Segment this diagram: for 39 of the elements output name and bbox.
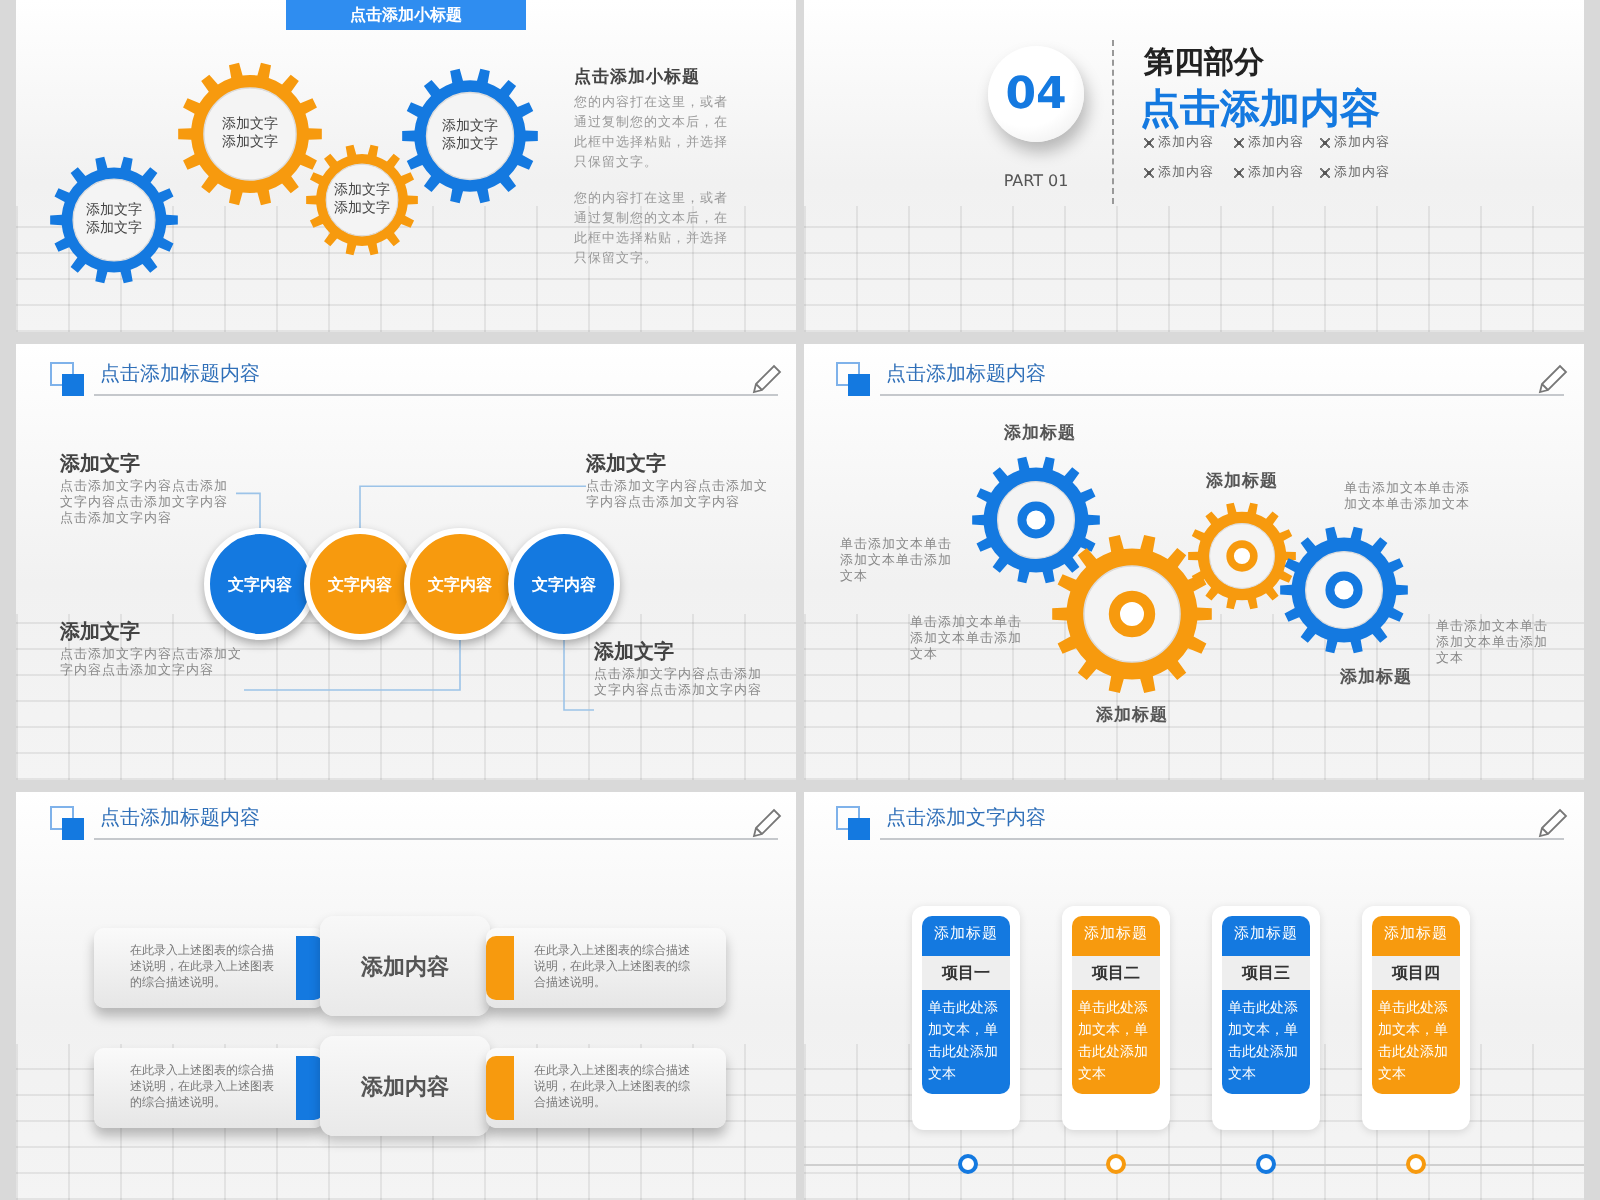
text-heading: 添加文字 xyxy=(60,620,142,646)
gear-caption: 添加标题 xyxy=(1204,470,1280,494)
gear-shape xyxy=(178,62,322,206)
info-card xyxy=(1062,906,1170,1130)
part-label: PART 01 xyxy=(1001,169,1071,192)
gear-caption: 添加标题 xyxy=(1094,704,1170,728)
card-heading: 项目三 xyxy=(1222,956,1310,990)
gear-icon xyxy=(972,456,1100,584)
leader-line xyxy=(235,492,261,529)
gear-icon xyxy=(1188,502,1296,610)
card-heading: 项目一 xyxy=(922,956,1010,990)
content-card: 添加内容 xyxy=(320,1036,490,1136)
card-heading: 项目四 xyxy=(1372,956,1460,990)
slide-header: 点击添加标题内容 xyxy=(100,806,260,832)
subheading: 点击添加小标题 xyxy=(574,68,702,90)
section-title: 点击添加内容 xyxy=(1140,84,1380,132)
text-heading: 添加文字 xyxy=(594,640,676,666)
gear-shape xyxy=(306,144,418,256)
gear-icon xyxy=(1280,526,1408,654)
info-card xyxy=(1362,906,1470,1130)
gear-shape xyxy=(50,156,178,284)
gear-caption: 添加标题 xyxy=(1002,422,1078,446)
title-banner: 点击添加小标题 xyxy=(286,0,526,30)
gear-icon xyxy=(1052,534,1212,694)
info-card xyxy=(1212,906,1320,1130)
gear-caption: 添加标题 xyxy=(1338,666,1414,690)
text-heading: 添加文字 xyxy=(586,452,668,478)
text-heading: 添加文字 xyxy=(60,452,142,478)
card-heading: 项目二 xyxy=(1072,956,1160,990)
slide-header: 点击添加标题内容 xyxy=(886,362,1046,388)
slide-header: 点击添加标题内容 xyxy=(100,362,260,388)
leader-line xyxy=(359,485,587,529)
leader-line xyxy=(243,639,461,691)
part-heading: 第四部分 xyxy=(1144,44,1264,80)
info-card xyxy=(912,906,1020,1130)
leader-line xyxy=(563,639,595,711)
content-card: 添加内容 xyxy=(320,916,490,1016)
slide-header: 点击添加文字内容 xyxy=(886,806,1046,832)
gear-shape xyxy=(402,68,538,204)
